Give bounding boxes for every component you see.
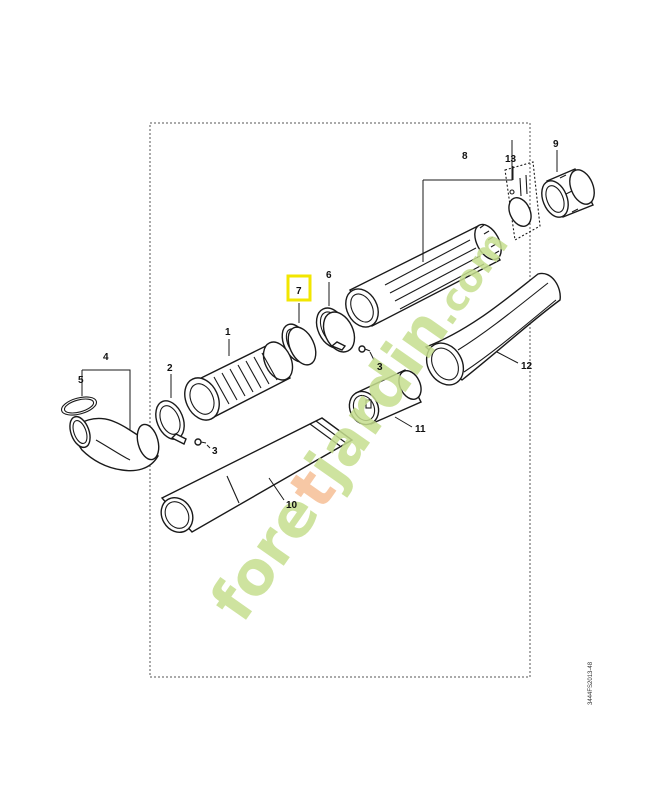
highlight-box-part-7 [286, 274, 312, 302]
part-2-hose-clamp[interactable] [150, 397, 189, 445]
part-6-clamp[interactable] [310, 303, 360, 357]
part-5-oring[interactable] [60, 394, 99, 419]
label-part-10: 10 [286, 500, 298, 511]
part-13-bracket[interactable] [504, 161, 541, 241]
part-8-main-tube[interactable] [339, 220, 506, 333]
label-part-13: 13 [505, 154, 517, 165]
part-9-cap[interactable] [537, 166, 599, 221]
watermark: foretjardin.com [197, 212, 522, 634]
label-part-9: 9 [553, 139, 559, 150]
label-part-5: 5 [78, 375, 84, 386]
diagram-frame [149, 122, 531, 678]
label-part-1: 1 [225, 327, 231, 338]
label-part-6: 6 [326, 270, 332, 281]
part-10-tube[interactable] [155, 417, 354, 538]
drawing-code: 3444FS2013-48 [588, 661, 594, 705]
part-3-screw-left[interactable] [194, 438, 207, 446]
part-7-ring[interactable] [277, 320, 322, 369]
label-part-3b: 3 [377, 362, 383, 373]
part-4-elbow[interactable] [66, 414, 162, 472]
label-part-4: 4 [103, 352, 109, 363]
part-11-short-tube[interactable] [344, 367, 425, 429]
part-1-bellows-hose[interactable] [178, 337, 298, 425]
label-part-2: 2 [167, 363, 173, 374]
svg-text:foretjardin.com: foretjardin.com [197, 212, 522, 634]
leader-lines [81, 140, 558, 501]
label-part-11: 11 [415, 424, 426, 435]
part-3-screw-right[interactable] [358, 345, 371, 353]
label-part-3a: 3 [212, 446, 218, 457]
label-part-7[interactable]: 7 [296, 286, 302, 297]
label-part-12: 12 [521, 361, 533, 372]
part-12-nozzle[interactable] [419, 272, 561, 391]
label-part-8: 8 [462, 151, 468, 162]
